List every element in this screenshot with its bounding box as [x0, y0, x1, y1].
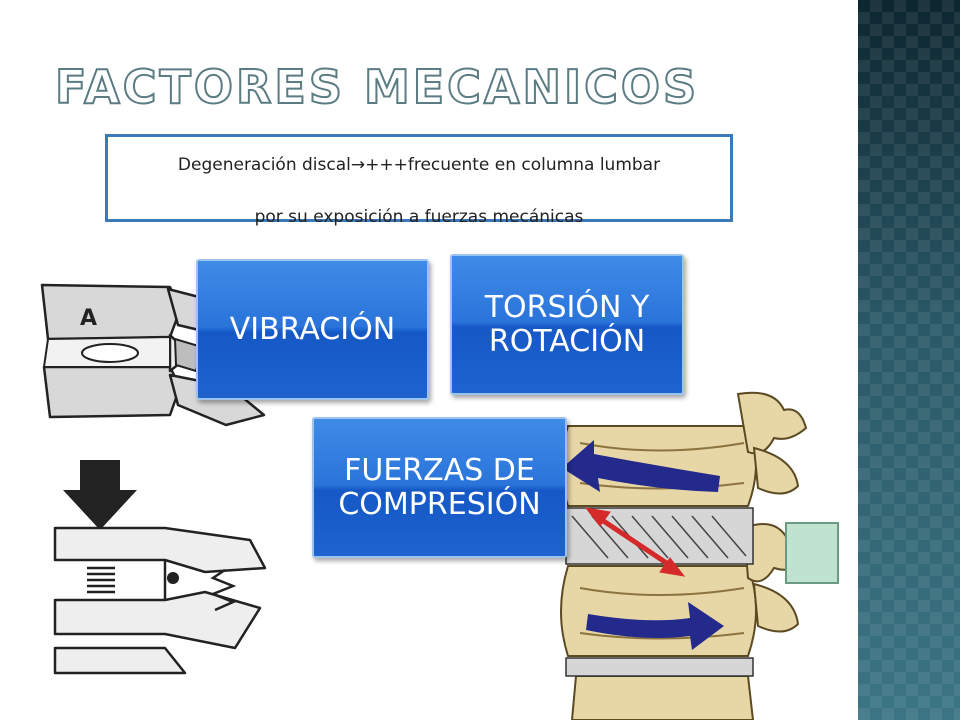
- side-pattern-strip: [858, 0, 960, 720]
- box-fuerzas-compresion: FUERZAS DE COMPRESIÓN: [312, 417, 567, 558]
- box-vibracion-label: VIBRACIÓN: [229, 311, 396, 347]
- right-arrow-icon: →: [350, 155, 366, 175]
- vertebrae-forces-illustration: [560, 391, 839, 720]
- note-line1-before: Degeneración discal: [177, 155, 351, 175]
- note-line1-after: +++frecuente en columna lumbar: [365, 155, 661, 175]
- red-arrow-icon: [584, 507, 686, 577]
- box-vibracion: VIBRACIÓN: [196, 259, 429, 400]
- note-box: Degeneración discal→+++frecuente en colu…: [105, 134, 733, 227]
- spine-compression-illustration: [53, 460, 267, 675]
- curved-arrow-top-icon: [562, 440, 720, 492]
- label-a: A: [80, 306, 97, 331]
- note-text: Degeneración discal→+++frecuente en colu…: [178, 126, 660, 230]
- down-arrow-icon: [63, 460, 137, 530]
- box-torsion-label: TORSIÓN Y ROTACIÓN: [484, 289, 650, 359]
- curved-arrow-bottom-icon: [586, 602, 724, 650]
- spine-lateral-illustration: A: [40, 283, 266, 427]
- note-line2: por su exposición a fuerzas mecánicas: [254, 207, 584, 227]
- box-torsion-rotacion: TORSIÓN Y ROTACIÓN: [450, 254, 684, 395]
- box-compresion-label: FUERZAS DE COMPRESIÓN: [338, 452, 541, 522]
- slide-title: Factores mecanicos: [54, 59, 700, 115]
